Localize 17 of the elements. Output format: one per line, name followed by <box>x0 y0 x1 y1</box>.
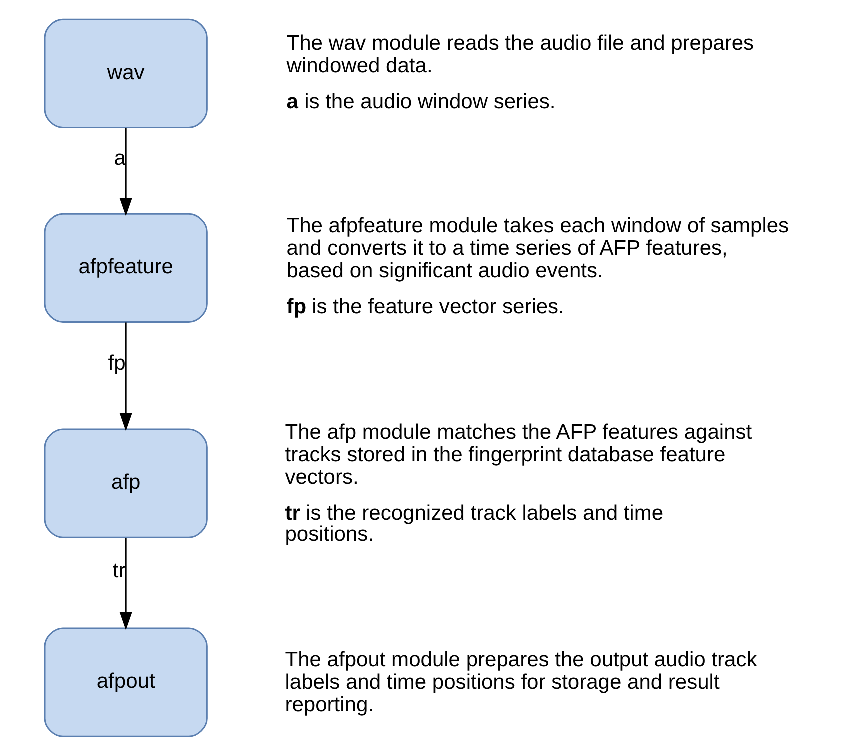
node-box: afpout <box>44 628 208 738</box>
node-box: afp <box>44 428 208 538</box>
node-label: The afpout module prepares the output audio track labels and time positions for storage and result reporting. <box>285 648 758 716</box>
node-label: fp is the feature vector series. <box>286 295 564 318</box>
node-label: tr is the recognized track labels and time positions. <box>285 502 664 546</box>
node-box: wav <box>44 18 208 128</box>
arrow <box>120 322 132 432</box>
node-label: The afpfeature module takes each window of samples and converts it to a time series of AFP features, based on significant audio events. <box>286 214 790 282</box>
edge-label: fp <box>108 352 126 375</box>
edge-label: a <box>114 146 126 170</box>
node-box: afpfeature <box>44 213 208 323</box>
node-label: The wav module reads the audio file and prepares windowed data. <box>286 32 754 78</box>
node-label: The afp module matches the AFP features against tracks stored in the fingerprint database feature vectors. <box>285 420 752 489</box>
edge-label: tr <box>112 559 126 582</box>
arrow <box>120 128 132 216</box>
arrow <box>120 538 132 630</box>
node-label: a is the audio window series. <box>286 90 556 114</box>
